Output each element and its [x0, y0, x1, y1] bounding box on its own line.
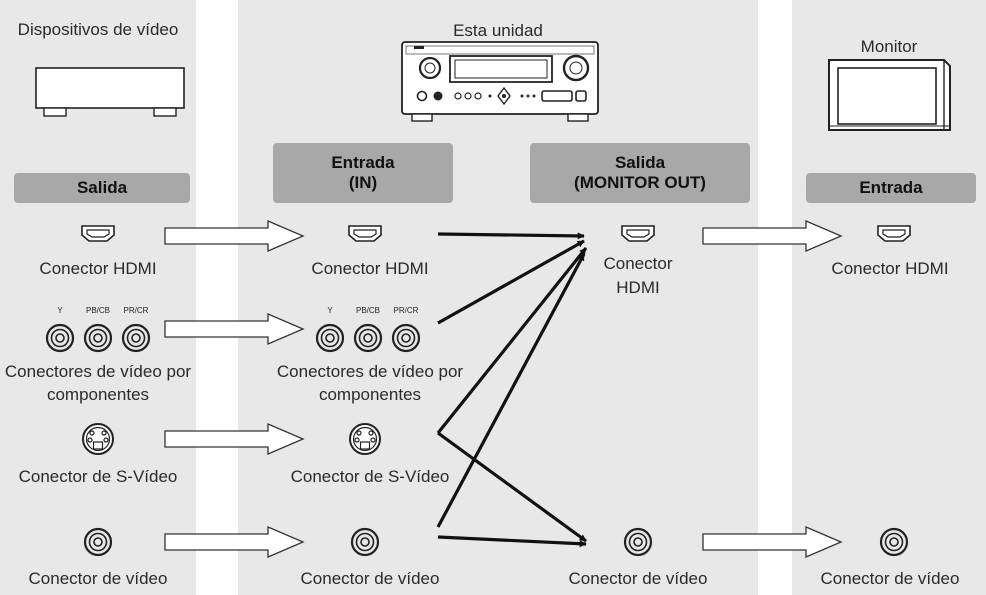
- unit-input-svideo-label: Conector de S-Vídeo: [290, 467, 450, 486]
- source-composite-label: Conector de vídeo: [28, 569, 168, 588]
- route-composite-to-composite-out: [437, 535, 587, 548]
- route-composite-to-hdmi-out: [436, 253, 586, 528]
- unit-output-composite-label: Conector de vídeo: [568, 569, 708, 588]
- tv-monitor-icon: [828, 59, 951, 131]
- hollow-arrow-composite-in: [164, 526, 305, 558]
- jack-label-pr: PR/CR: [393, 306, 419, 315]
- hollow-arrow-composite-out: [702, 526, 843, 558]
- route-component-to-hdmi-out: [437, 239, 585, 325]
- route-hdmi-to-hdmi-out: [437, 232, 585, 240]
- hollow-arrow-svideo-in: [164, 423, 305, 455]
- monitor-input-header: Entrada: [806, 173, 976, 203]
- rca-jack-icon: [315, 323, 421, 353]
- unit-output-hdmi-label: Conector HDMI: [603, 254, 673, 297]
- s-video-port-icon: [349, 423, 381, 455]
- unit-input-hdmi-label: Conector HDMI: [311, 259, 429, 278]
- hollow-arrow-hdmi-out: [702, 220, 843, 252]
- source-hdmi-label: Conector HDMI: [39, 259, 157, 278]
- s-video-port-icon: [82, 423, 114, 455]
- component-jacks-unit: Y PB/CB PR/CR: [308, 306, 428, 354]
- av-receiver-icon: [401, 41, 599, 122]
- jack-label-y: Y: [57, 306, 63, 315]
- jack-label-pb: PB/CB: [355, 306, 380, 315]
- hdmi-port-icon: [348, 225, 382, 242]
- unit-output-header: Salida (MONITOR OUT): [530, 143, 750, 203]
- route-svideo-to-hdmi-out: [436, 247, 588, 434]
- jack-label-pb: PB/CB: [85, 306, 110, 315]
- monitor-title: Monitor: [860, 37, 918, 56]
- component-jacks-source: Y PB/CB PR/CR: [38, 306, 158, 354]
- rca-jack-icon: [45, 323, 151, 353]
- monitor-hdmi-label: Conector HDMI: [831, 259, 949, 278]
- hollow-arrow-component-in: [164, 313, 305, 345]
- source-svideo-label: Conector de S-Vídeo: [18, 467, 178, 486]
- hdmi-port-icon: [81, 225, 115, 242]
- jack-label-pr: PR/CR: [123, 306, 149, 315]
- route-svideo-to-composite-out: [437, 431, 587, 543]
- hdmi-port-icon: [877, 225, 911, 242]
- hollow-arrow-hdmi-in: [164, 220, 305, 252]
- video-player-icon: [35, 67, 185, 117]
- unit-title: Esta unidad: [453, 21, 543, 40]
- monitor-composite-label: Conector de vídeo: [820, 569, 960, 588]
- unit-input-header: Entrada (IN): [273, 143, 453, 203]
- hdmi-port-icon: [621, 225, 655, 242]
- rca-jack-icon: [623, 527, 653, 557]
- source-title: Dispositivos de vídeo: [17, 20, 179, 39]
- rca-jack-icon: [879, 527, 909, 557]
- rca-jack-icon: [350, 527, 380, 557]
- unit-input-component-label: Conectores de vídeo por componentes: [276, 362, 464, 404]
- rca-jack-icon: [83, 527, 113, 557]
- source-output-header: Salida: [14, 173, 190, 203]
- jack-label-y: Y: [327, 306, 333, 315]
- unit-input-composite-label: Conector de vídeo: [300, 569, 440, 588]
- source-component-label: Conectores de vídeo por componentes: [4, 362, 192, 404]
